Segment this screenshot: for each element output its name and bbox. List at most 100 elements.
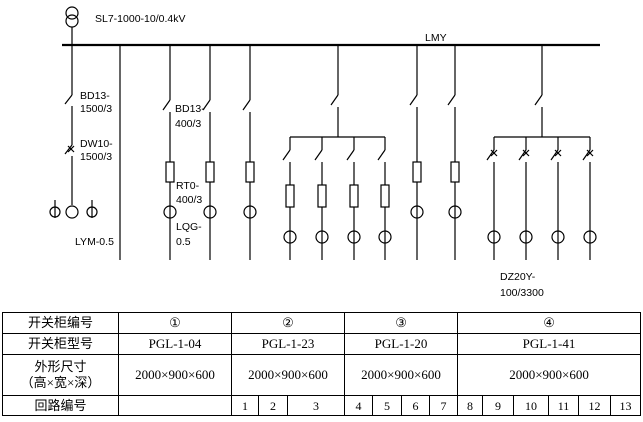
ct-symbol	[487, 230, 501, 244]
circuit-number: 5	[372, 395, 402, 416]
single-line-diagram: SL7-1000-10/0.4kV LMY BD13- 1500/3 DW10-…	[49, 6, 600, 299]
row-cabinet-number: 开关柜编号 ① ② ③ ④	[2, 312, 642, 334]
ct-symbol	[519, 230, 533, 244]
circuit-number: 12	[578, 395, 612, 416]
breaker-cross	[554, 149, 562, 157]
ct-symbol	[163, 205, 177, 219]
incomer-switch-label-2: 1500/3	[80, 103, 112, 115]
row-label: 回路编号	[2, 395, 119, 416]
row-cabinet-model: 开关柜型号 PGL-1-04 PGL-1-23 PGL-1-20 PGL-1-4…	[2, 333, 642, 355]
ct-symbol	[283, 230, 297, 244]
ct-symbol	[410, 205, 424, 219]
switch-blade	[282, 149, 291, 161]
switch-blade	[314, 149, 323, 161]
feeder-circuit	[162, 45, 177, 260]
cabinet-size: 2000×900×600	[118, 354, 232, 396]
circuit-number: 8	[457, 395, 484, 416]
fuse-label: RT0-	[176, 180, 200, 192]
switch-blade	[409, 94, 418, 106]
branch-group	[486, 45, 597, 260]
incomer-switch-label: BD13-	[80, 90, 110, 102]
ct-symbol	[448, 205, 462, 219]
breaker-cross	[522, 149, 530, 157]
feeder-circuit	[202, 45, 217, 260]
transformer-symbol	[65, 6, 79, 45]
row-label: 开关柜编号	[2, 312, 119, 334]
fuse-symbol	[245, 161, 255, 183]
fuse-symbol	[380, 184, 390, 208]
switch-blade	[162, 99, 171, 111]
cabinet-model: PGL-1-23	[231, 333, 345, 355]
incomer-circuit	[64, 45, 121, 260]
switch-blade	[377, 149, 386, 161]
feeder-circuit	[242, 45, 257, 260]
row-label: 开关柜型号	[2, 333, 119, 355]
cabinet-model: PGL-1-04	[118, 333, 232, 355]
circuit-number: 9	[482, 395, 515, 416]
breaker-cross	[490, 149, 498, 157]
switch-blade	[202, 99, 211, 111]
row-dimensions: 外形尺寸 （高×宽×深） 2000×900×600 2000×900×600 2…	[2, 354, 642, 396]
circuit-number: 4	[344, 395, 373, 416]
feeder-circuit	[447, 45, 462, 260]
transformer-label: SL7-1000-10/0.4kV	[95, 13, 185, 25]
cabinet-model: PGL-1-20	[343, 333, 459, 355]
feeder-switch-label-2: 400/3	[175, 118, 201, 130]
feeder-switch-label: BD13-	[175, 103, 205, 115]
circuit-number-empty	[118, 395, 232, 416]
ct-symbol	[551, 230, 565, 244]
cabinet-size: 2000×900×600	[231, 354, 345, 396]
fuse-symbol	[205, 161, 215, 183]
ct-symbol	[243, 205, 257, 219]
cabinet-size: 2000×900×600	[343, 354, 459, 396]
fuse-label-2: 400/3	[176, 194, 202, 206]
breaker-cross	[586, 149, 594, 157]
circuit-number: 7	[428, 395, 459, 416]
feeder-circuit	[409, 45, 424, 260]
cabinet-number: ③	[343, 312, 459, 334]
circuit-number: 6	[401, 395, 430, 416]
switch-blade	[534, 94, 543, 106]
row-label: 外形尺寸 （高×宽×深）	[2, 354, 119, 396]
incomer-ct-label: LYM-0.5	[75, 236, 114, 248]
cabinet-number: ①	[118, 312, 232, 334]
ct-symbol	[583, 230, 597, 244]
incomer-breaker-label-2: 1500/3	[80, 151, 112, 163]
mcb-label-2: 100/3300	[500, 287, 544, 299]
circuit-number: 2	[258, 395, 288, 416]
circuit-number: 11	[548, 395, 580, 416]
fuse-symbol	[349, 184, 359, 208]
circuit-number: 3	[287, 395, 345, 416]
fuse-symbol	[285, 184, 295, 208]
fuse-symbol	[317, 184, 327, 208]
feeder-ct-label: LQG-	[176, 221, 202, 233]
switch-blade	[346, 149, 355, 161]
incomer-breaker-label: DW10-	[80, 138, 113, 150]
ct-symbol	[203, 205, 217, 219]
ct-symbol	[347, 230, 361, 244]
cabinet-spec-table: 开关柜编号 ① ② ③ ④ 开关柜型号 PGL-1-04 PGL-1-23 PG…	[2, 312, 642, 416]
circuit-number: 10	[513, 395, 550, 416]
cabinet-model: PGL-1-41	[457, 333, 642, 355]
fuse-symbol	[165, 161, 175, 183]
switch-blade	[447, 94, 456, 106]
bus-label: LMY	[425, 32, 447, 44]
cabinet-size: 2000×900×600	[457, 354, 642, 396]
circuit-number: 1	[231, 395, 259, 416]
incomer-ct-group	[49, 200, 98, 219]
cabinet-number: ④	[457, 312, 642, 334]
ct-symbol	[315, 230, 329, 244]
fuse-symbol	[412, 161, 422, 183]
switch-blade	[242, 99, 251, 111]
feeder-ct-label-2: 0.5	[176, 236, 191, 248]
branch-group	[282, 45, 392, 260]
ct-symbol	[378, 230, 392, 244]
circuit-number: 13	[610, 395, 642, 416]
row-circuit-number: 回路编号 1 2 3 4 5 6 7 8 9 10 11 12 13	[2, 395, 642, 416]
mcb-label: DZ20Y-	[500, 271, 536, 283]
switch-blade	[330, 94, 339, 106]
cabinet-number: ②	[231, 312, 345, 334]
row-label-line: 外形尺寸	[34, 359, 87, 374]
row-label-line: （高×宽×深）	[20, 375, 101, 390]
fuse-symbol	[450, 161, 460, 183]
